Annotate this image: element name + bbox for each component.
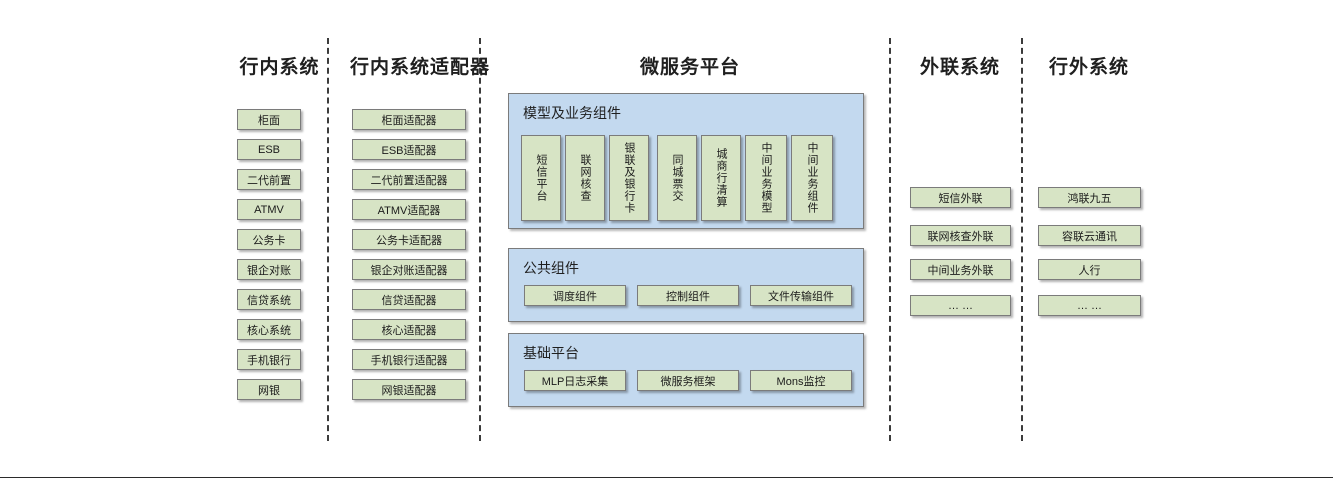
panel-title: 公共组件 bbox=[523, 260, 579, 276]
column-title-1: 行内系统 bbox=[239, 57, 320, 78]
system-node[interactable]: 核心适配器 bbox=[352, 319, 466, 340]
system-node[interactable]: ESB bbox=[237, 139, 301, 160]
system-node[interactable]: 二代前置 bbox=[237, 169, 301, 190]
column-divider-1 bbox=[327, 38, 329, 441]
system-node[interactable]: 手机银行 bbox=[237, 349, 301, 370]
system-node[interactable]: … … bbox=[910, 295, 1011, 316]
system-node[interactable]: ESB适配器 bbox=[352, 139, 466, 160]
panel-title: 基础平台 bbox=[523, 345, 579, 361]
system-node[interactable]: ATMV bbox=[237, 199, 301, 220]
system-node[interactable]: 鸿联九五 bbox=[1038, 187, 1141, 208]
platform-title: 微服务平台 bbox=[639, 57, 740, 78]
column-divider-3 bbox=[889, 38, 891, 441]
component-node[interactable]: 控制组件 bbox=[637, 285, 739, 306]
system-node[interactable]: 手机银行适配器 bbox=[352, 349, 466, 370]
component-node[interactable]: 文件传输组件 bbox=[750, 285, 852, 306]
system-node[interactable]: 网银适配器 bbox=[352, 379, 466, 400]
system-node[interactable]: 人行 bbox=[1038, 259, 1141, 280]
system-node[interactable]: … … bbox=[1038, 295, 1141, 316]
system-node[interactable]: 信贷适配器 bbox=[352, 289, 466, 310]
system-node[interactable]: 银企对账适配器 bbox=[352, 259, 466, 280]
panel-title: 模型及业务组件 bbox=[523, 105, 621, 121]
component-node[interactable]: 调度组件 bbox=[524, 285, 626, 306]
system-node[interactable]: 容联云通讯 bbox=[1038, 225, 1141, 246]
component-node[interactable]: Mons监控 bbox=[750, 370, 852, 391]
system-node[interactable]: 信贷系统 bbox=[237, 289, 301, 310]
system-node[interactable]: 银企对账 bbox=[237, 259, 301, 280]
system-node[interactable]: 二代前置适配器 bbox=[352, 169, 466, 190]
component-node[interactable]: MLP日志采集 bbox=[524, 370, 626, 391]
system-node[interactable]: 网银 bbox=[237, 379, 301, 400]
component-node[interactable]: 中间业务模型 bbox=[745, 135, 787, 221]
component-node[interactable]: 银联及银行卡 bbox=[609, 135, 649, 221]
column-title-2: 行内系统适配器 bbox=[350, 57, 491, 78]
component-node[interactable]: 微服务框架 bbox=[637, 370, 739, 391]
column-divider-2 bbox=[479, 38, 481, 441]
system-node[interactable]: 公务卡适配器 bbox=[352, 229, 466, 250]
system-node[interactable]: 柜面适配器 bbox=[352, 109, 466, 130]
component-node[interactable]: 中间业务组件 bbox=[791, 135, 833, 221]
column-title-4: 行外系统 bbox=[1048, 57, 1129, 78]
column-title-3: 外联系统 bbox=[919, 57, 1000, 78]
bottom-rule bbox=[0, 477, 1333, 478]
column-divider-4 bbox=[1021, 38, 1023, 441]
system-node[interactable]: 中间业务外联 bbox=[910, 259, 1011, 280]
system-node[interactable]: 短信外联 bbox=[910, 187, 1011, 208]
component-node[interactable]: 联网核查 bbox=[565, 135, 605, 221]
system-node[interactable]: ATMV适配器 bbox=[352, 199, 466, 220]
system-node[interactable]: 核心系统 bbox=[237, 319, 301, 340]
system-node[interactable]: 公务卡 bbox=[237, 229, 301, 250]
component-node[interactable]: 同城票交 bbox=[657, 135, 697, 221]
system-node[interactable]: 柜面 bbox=[237, 109, 301, 130]
system-node[interactable]: 联网核查外联 bbox=[910, 225, 1011, 246]
component-node[interactable]: 短信平台 bbox=[521, 135, 561, 221]
component-node[interactable]: 城商行清算 bbox=[701, 135, 741, 221]
